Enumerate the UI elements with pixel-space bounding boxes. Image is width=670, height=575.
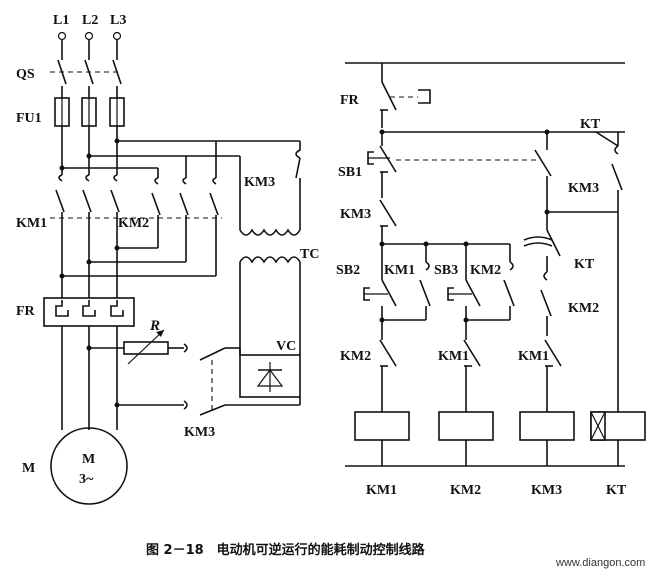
label-tc: TC [300, 247, 319, 262]
watermark: www.diangon.com [555, 557, 645, 569]
coil-km1 [354, 411, 410, 441]
km3-dc-contacts [114, 347, 301, 416]
coil-km3 [519, 411, 575, 441]
km2-no-contact [540, 271, 552, 336]
label-sb1: SB1 [338, 165, 362, 180]
supply-terminals [57, 31, 122, 41]
label-fr-control: FR [340, 93, 360, 108]
label-sb3: SB3 [434, 263, 458, 278]
km1-nc-col3 [544, 339, 562, 412]
label-m: M [22, 461, 35, 476]
kt-branch [534, 131, 623, 412]
fr-nc-contact [380, 63, 431, 128]
transformer-tc [239, 228, 301, 355]
sb3-reverse-start [447, 244, 515, 321]
km1-main-contacts [55, 174, 120, 300]
qs-switch [50, 40, 122, 98]
label-km2-hold: KM2 [470, 263, 501, 278]
coil-label-km3: KM3 [531, 483, 562, 498]
label-km3-dc: KM3 [184, 425, 215, 440]
sb1-stop-button [367, 132, 540, 198]
label-km1-col3: KM1 [518, 349, 549, 364]
km1-interlock [463, 320, 481, 412]
label-qs: QS [16, 67, 35, 82]
label-kt-timed: KT [574, 257, 595, 272]
kt-timed-contact [523, 212, 561, 272]
label-km2-no: KM2 [568, 301, 599, 316]
coil-km2 [438, 411, 494, 441]
label-km3-nc: KM3 [340, 207, 371, 222]
label-km3-primary: KM3 [244, 175, 275, 190]
fr-thermal-elements [43, 297, 135, 430]
km2-main-contacts [59, 141, 219, 279]
label-l3: L3 [110, 13, 126, 28]
km2-interlock [379, 320, 397, 412]
km3-primary-contacts [216, 155, 301, 230]
label-km3-hold: KM3 [568, 181, 599, 196]
motor-phase: 3~ [79, 472, 94, 487]
label-sb2: SB2 [336, 263, 360, 278]
label-km2-interlock: KM2 [340, 349, 371, 364]
motor [50, 427, 128, 505]
label-l2: L2 [82, 13, 98, 28]
coils [354, 411, 646, 466]
motor-symbol: M [82, 452, 95, 467]
label-l1: L1 [53, 13, 69, 28]
control-rails [345, 62, 625, 467]
label-km1-interlock: KM1 [438, 349, 469, 364]
fu1-fuses [54, 97, 125, 127]
figure-caption: 图 2－18 电动机可逆运行的能耗制动控制线路 [146, 542, 426, 558]
label-fr-main: FR [16, 304, 36, 319]
label-km1-hold: KM1 [384, 263, 415, 278]
label-fu1: FU1 [16, 111, 42, 126]
km3-nc-contact [379, 199, 397, 244]
sb2-forward-start [363, 244, 431, 321]
label-km2-main: KM2 [118, 216, 149, 231]
label-km1-main: KM1 [16, 216, 47, 231]
label-vc: VC [276, 339, 296, 354]
label-r: R [149, 318, 160, 334]
rectifier-vc [239, 354, 301, 398]
label-kt-top: KT [580, 117, 601, 132]
transformer-feed [86, 138, 301, 159]
coil-label-kt: KT [606, 483, 627, 498]
coil-label-km2: KM2 [450, 483, 481, 498]
resistor-r [86, 329, 188, 365]
coil-label-km1: KM1 [366, 483, 397, 498]
